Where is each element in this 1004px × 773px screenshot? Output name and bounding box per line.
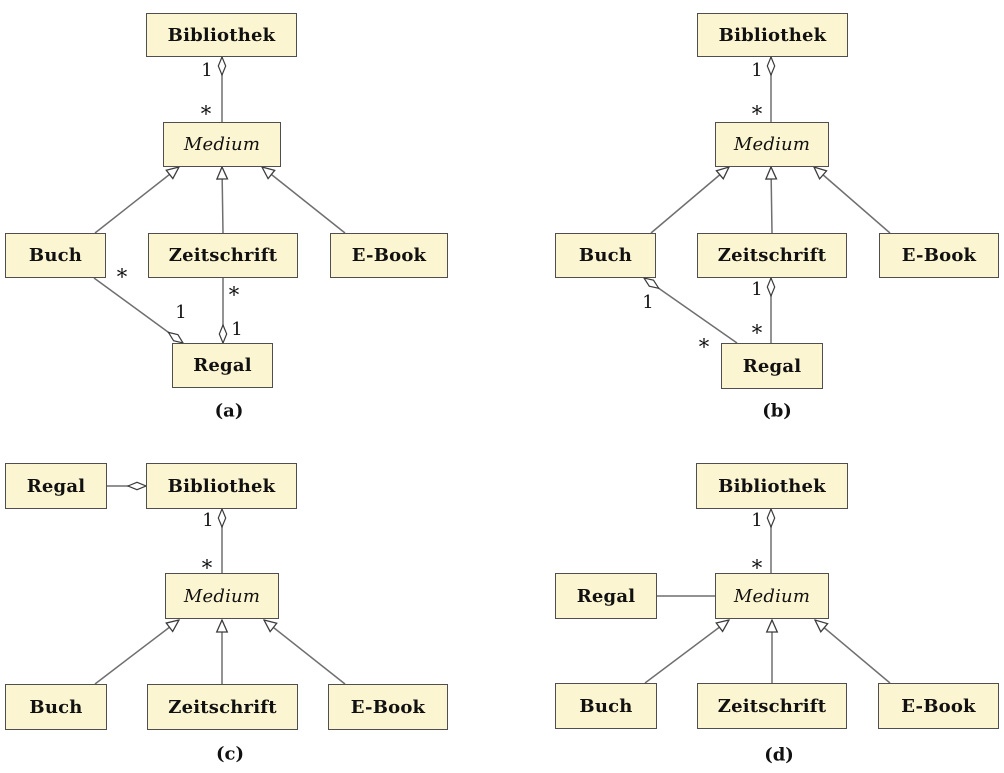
panel-caption-c: (c) [216,743,244,765]
edge-generalization-ebook-medium-b [814,167,891,234]
multiplicity-label: * [200,101,212,126]
panel-caption-b: (b) [762,400,792,422]
edge-generalization-buch-medium-b [650,167,729,234]
class-label: Medium [733,585,811,607]
class-label: Zeitschrift [168,696,277,718]
class-label: Zeitschrift [168,245,278,266]
multiplicity-label: * [751,320,763,345]
class-box-zeitschrift-c: Zeitschrift [147,684,298,730]
class-box-buch-d: Buch [555,683,657,729]
class-box-bibliothek-b: Bibliothek [697,13,848,57]
edge-generalization-buch-medium-a [94,167,179,234]
class-box-ebook-b: E-Book [879,233,999,278]
class-box-ebook-a: E-Book [330,233,448,278]
class-box-medium-a: Medium [163,122,281,167]
multiplicity-label: * [228,282,240,307]
class-label: Bibliothek [167,24,276,46]
edge-generalization-zeitschrift-medium-b [771,167,772,234]
class-box-buch-b: Buch [555,233,656,278]
class-label: Regal [742,355,802,377]
class-box-buch-c: Buch [5,684,107,730]
class-box-bibliothek-c: Bibliothek [146,463,297,509]
multiplicity-label: 1 [231,319,243,341]
multiplicity-label: * [751,101,763,126]
edge-aggregation-buch-regal-a [93,277,183,343]
class-box-medium-d: Medium [715,573,829,619]
class-label: Buch [579,695,633,717]
multiplicity-label: * [751,555,763,580]
edge-generalization-ebook-medium-c [264,620,346,685]
class-label: Buch [28,245,83,266]
class-label: Medium [733,134,811,155]
multiplicity-label: * [116,264,128,289]
class-label: Zeitschrift [717,245,827,266]
multiplicity-label: 1 [201,60,213,82]
edge-generalization-buch-medium-d [644,620,729,684]
class-label: E-Book [901,245,977,266]
panel-caption-d: (d) [764,744,794,766]
multiplicity-label: 1 [751,60,763,82]
multiplicity-label: 1 [751,510,763,532]
class-label: Bibliothek [718,475,826,497]
edge-generalization-zeitschrift-medium-a [222,167,223,234]
class-box-regal-b: Regal [721,343,823,389]
class-box-ebook-d: E-Book [878,683,999,729]
class-label: Regal [193,355,252,376]
edge-generalization-ebook-medium-a [262,167,346,234]
panel-caption-a: (a) [214,400,244,422]
class-label: E-Book [901,695,976,717]
class-box-medium-c: Medium [165,573,279,619]
class-label: E-Book [350,696,426,718]
class-label: Medium [183,585,261,607]
class-box-zeitschrift-d: Zeitschrift [697,683,847,729]
class-label: Regal [576,585,636,607]
class-box-medium-b: Medium [715,122,829,167]
edge-generalization-ebook-medium-d [815,620,891,684]
class-box-zeitschrift-b: Zeitschrift [697,233,847,278]
class-label: Zeitschrift [717,695,827,717]
class-box-bibliothek-a: Bibliothek [146,13,297,57]
class-box-regal-d: Regal [555,573,657,619]
class-label: Medium [183,134,261,155]
class-box-ebook-c: E-Book [328,684,448,730]
multiplicity-label: 1 [202,510,214,532]
class-box-zeitschrift-a: Zeitschrift [148,233,298,278]
multiplicity-label: * [698,334,710,359]
class-label: Bibliothek [167,475,276,497]
class-label: Buch [578,245,633,266]
edge-aggregation-regal-buch-b [644,278,738,344]
class-label: E-Book [351,245,427,266]
class-box-buch-a: Buch [5,233,106,278]
class-label: Regal [26,475,86,497]
class-label: Buch [29,696,83,718]
class-box-regal-a: Regal [172,343,273,388]
class-box-regal-c: Regal [5,463,107,509]
multiplicity-label: * [201,555,213,580]
class-label: Bibliothek [718,24,827,46]
edge-generalization-buch-medium-c [94,620,179,685]
multiplicity-label: 1 [642,292,654,314]
multiplicity-label: 1 [751,279,763,301]
class-box-bibliothek-d: Bibliothek [696,463,848,509]
multiplicity-label: 1 [175,302,187,324]
